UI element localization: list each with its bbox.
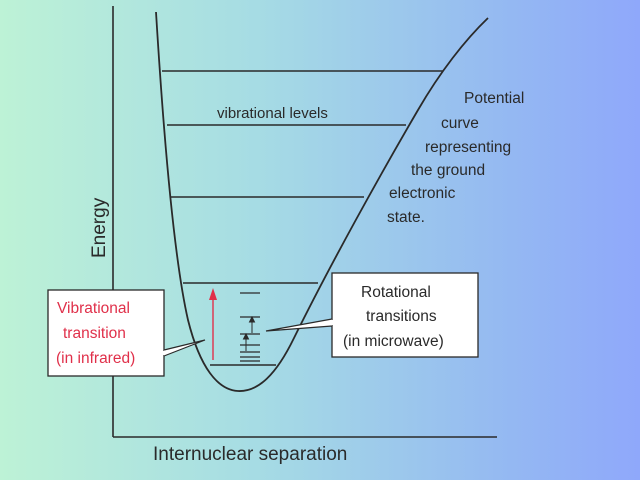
rotational-transition-arrows [242, 315, 256, 351]
rotational-transitions-label-line: Rotational [361, 284, 431, 301]
vibrational-transition-label-line: (in infrared) [56, 350, 135, 367]
potential-curve-label-line: representing [425, 139, 511, 156]
vibrational-transition-label-line: transition [63, 325, 126, 342]
vibrational-transition-label-line: Vibrational [57, 300, 130, 317]
potential-curve-label-line: curve [441, 115, 479, 132]
rotational-pointer [265, 318, 333, 332]
potential-curve [155, 11, 489, 392]
potential-curve-label-line: the ground [411, 162, 485, 179]
vibrational-levels [162, 70, 443, 366]
rotational-transitions-box [331, 272, 479, 358]
rotational-transitions-label-line: transitions [366, 308, 437, 325]
vibrational-transition-arrow [209, 288, 217, 360]
rotational-transitions-label-line: (in microwave) [343, 333, 444, 350]
vibrational-levels-label: vibrational levels [217, 105, 328, 122]
x-axis-label: Internuclear separation [153, 444, 347, 465]
y-axis-label: Energy [89, 197, 110, 258]
potential-curve-label-line: Potential [464, 90, 524, 107]
rotational-levels [240, 292, 260, 362]
potential-curve-label-line: state. [387, 209, 425, 226]
vibrational-transition-box [47, 289, 165, 377]
vibrational-pointer [163, 339, 206, 357]
potential-curve-label-line: electronic [389, 185, 456, 202]
